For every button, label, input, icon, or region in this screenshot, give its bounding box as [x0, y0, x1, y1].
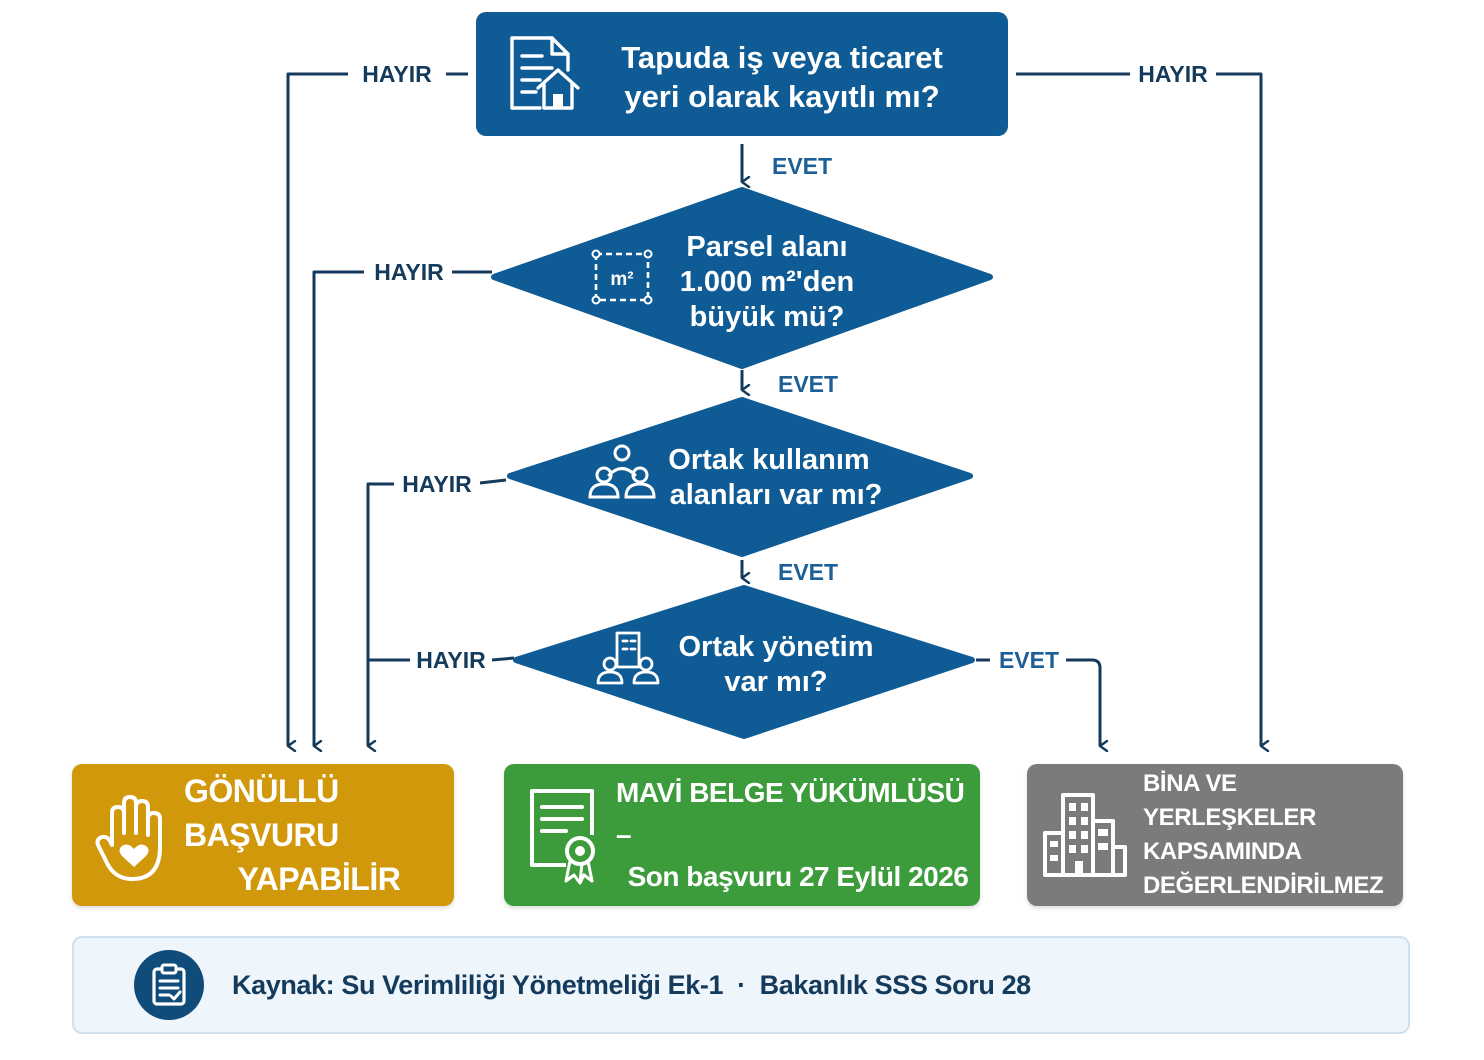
- clipboard-icon: [134, 950, 204, 1020]
- node-q4-line-2: var mı?: [724, 666, 827, 698]
- node-q2: m² Parsel alanı 1.000 m²'den büyük mü?: [491, 187, 993, 369]
- outcome-voluntary-line-2: YAPABİLİR: [237, 861, 401, 897]
- edge-label-q2-no: HAYIR: [374, 259, 444, 285]
- edge-q3-no: [368, 478, 507, 746]
- hand-heart-icon: [94, 787, 166, 883]
- document-house-icon: [510, 36, 580, 110]
- area-m2-icon-label: m²: [610, 269, 633, 290]
- edge-q1-no-right: [1016, 72, 1261, 746]
- source-separator: ·: [737, 969, 746, 1000]
- edge-q1-no-left: [288, 72, 468, 746]
- edge-label-q1-yes: EVET: [772, 153, 832, 179]
- edge-label-q3-yes: EVET: [778, 559, 838, 585]
- certificate-icon: [526, 785, 600, 885]
- outcome-voluntary: GÖNÜLLÜ BAŞVURU YAPABİLİR: [72, 764, 454, 906]
- outcome-excluded-line-1: BİNA VE YERLEŞKELER: [1143, 770, 1316, 831]
- area-m2-icon: m²: [591, 249, 653, 305]
- node-q2-line-3: büyük mü?: [690, 301, 845, 333]
- node-q4: Ortak yönetim var mı?: [513, 585, 975, 739]
- outcome-excluded: BİNA VE YERLEŞKELER KAPSAMINDA DEĞERLEND…: [1027, 764, 1403, 906]
- people-group-icon: [588, 444, 656, 499]
- node-q3-line-1: Ortak kullanım: [668, 444, 869, 476]
- edge-label-q4-yes: EVET: [999, 647, 1059, 673]
- buildings-icon: [1041, 787, 1129, 883]
- edge-label-q2-yes: EVET: [778, 371, 838, 397]
- source-citation-2: Bakanlık SSS Soru 28: [759, 969, 1032, 1000]
- edge-q2-no: [314, 270, 492, 746]
- outcome-excluded-line-3: DEĞERLENDİRİLMEZ: [1143, 872, 1384, 899]
- building-people-icon: [596, 631, 660, 685]
- edge-q4-yes: [976, 658, 1100, 746]
- node-q2-line-2: 1.000 m²'den: [680, 266, 855, 298]
- outcome-mandatory: MAVİ BELGE YÜKÜMLÜSÜ – Son başvuru 27 Ey…: [504, 764, 980, 906]
- outcome-mandatory-line-2: Son başvuru 27 Eylül 2026: [627, 861, 969, 892]
- node-q3-line-2: alanları var mı?: [670, 479, 883, 511]
- source-bar: Kaynak: Su Verimliliği Yönetmeliği Ek-1 ·…: [72, 936, 1410, 1034]
- node-q1-line-2: yeri olarak kayıtlı mı?: [624, 79, 939, 114]
- node-q1: Tapuda iş veya ticaret yeri olarak kayıt…: [476, 12, 1008, 136]
- edge-label-q3-no: HAYIR: [402, 471, 472, 497]
- node-q4-line-1: Ortak yönetim: [679, 631, 874, 663]
- edge-label-q1-no-right: HAYIR: [1138, 61, 1208, 87]
- node-q2-line-1: Parsel alanı: [686, 231, 847, 263]
- outcome-excluded-line-2: KAPSAMINDA: [1143, 838, 1302, 865]
- edge-q4-no: [368, 656, 515, 662]
- source-citation-1: Kaynak: Su Verimliliği Yönetmeliği Ek-1: [232, 969, 724, 1000]
- edge-label-q4-no: HAYIR: [416, 647, 486, 673]
- node-q1-line-1: Tapuda iş veya ticaret: [621, 40, 943, 75]
- outcome-mandatory-line-1: MAVİ BELGE YÜKÜMLÜSÜ –: [616, 777, 965, 850]
- outcome-voluntary-line-1: GÖNÜLLÜ BAŞVURU: [184, 773, 339, 853]
- node-q3: Ortak kullanım alanları var mı?: [507, 397, 973, 557]
- edge-label-q1-no-left: HAYIR: [362, 61, 432, 87]
- source-text: Kaynak: Su Verimliliği Yönetmeliği Ek-1 ·…: [232, 970, 1031, 1001]
